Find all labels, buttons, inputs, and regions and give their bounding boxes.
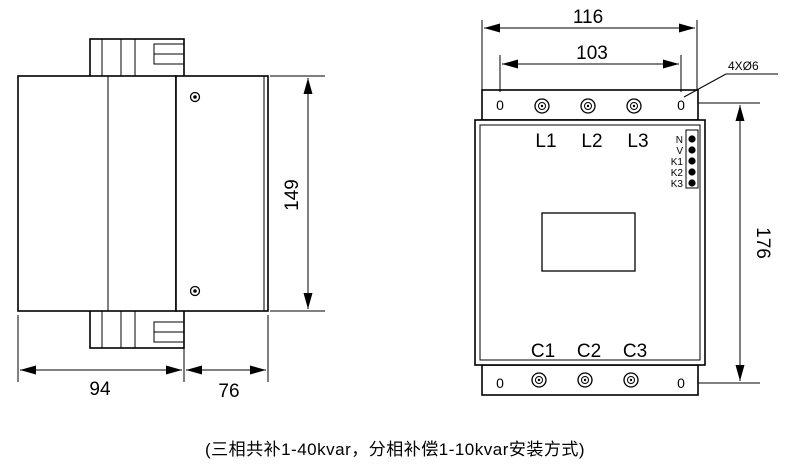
terminal-top-3: [626, 98, 642, 114]
dim-front-height-label: 176: [752, 227, 773, 259]
mount-hole-bottom-right: 0: [677, 375, 685, 391]
dim-front-height: 176: [698, 102, 773, 384]
signal-label-k2: K2: [671, 168, 684, 179]
signal-terminal-strip: N V K1 K2 K3: [671, 129, 699, 190]
terminal-bottom-1: [531, 372, 547, 388]
terminal-bottom-2: [577, 372, 593, 388]
signal-label-v: V: [676, 146, 683, 157]
terminal-label-l3: L3: [627, 131, 648, 152]
terminal-top-2: [580, 98, 596, 114]
hole-spec-callout: 4XØ6: [683, 59, 778, 98]
diagram-caption: (三相共补1-40kvar，分相补偿1-10kvar安装方式): [205, 440, 585, 459]
terminal-label-c2: C2: [577, 341, 601, 362]
dim-side-depth-front-label: 94: [89, 379, 111, 400]
mount-hole-top-right: 0: [677, 97, 685, 113]
display-window: [541, 212, 636, 272]
terminal-label-l2: L2: [581, 131, 602, 152]
front-body: [474, 119, 706, 366]
dim-side-depth-back-label: 76: [218, 381, 239, 402]
dim-front-total-width-label: 116: [573, 7, 603, 28]
hole-spec-label: 4XØ6: [728, 59, 759, 73]
terminal-label-l1: L1: [535, 131, 556, 152]
side-screw-top: [189, 91, 201, 103]
mount-hole-bottom-left: 0: [496, 375, 504, 391]
mount-hole-top-left: 0: [496, 97, 504, 113]
signal-label-n: N: [676, 135, 683, 146]
dim-front-total-width: 116: [481, 7, 698, 90]
terminal-bottom-3: [623, 372, 639, 388]
dim-front-hole-spacing-label: 103: [576, 43, 608, 64]
dim-front-hole-spacing: 103: [499, 43, 682, 92]
dim-side-depth: 94 76: [17, 315, 269, 402]
signal-label-k1: K1: [671, 157, 684, 168]
side-bottom-bracket: [89, 309, 185, 349]
dim-side-height: 149: [270, 75, 325, 312]
terminal-label-c1: C1: [531, 341, 555, 362]
side-screw-bottom: [189, 285, 201, 297]
signal-label-k3: K3: [671, 179, 684, 190]
front-top-plate: [481, 89, 699, 121]
terminal-label-c3: C3: [623, 341, 647, 362]
terminal-top-1: [534, 98, 550, 114]
side-top-bracket: [89, 38, 185, 78]
dim-side-height-label: 149: [282, 179, 303, 211]
side-view: 149 94 76: [17, 38, 325, 402]
side-cover: [175, 75, 269, 312]
front-view: 0 0 0 0 L1 L2 L3 C1 C2 C3: [474, 7, 778, 396]
side-body: [17, 75, 177, 312]
front-bottom-plate: [481, 364, 699, 396]
